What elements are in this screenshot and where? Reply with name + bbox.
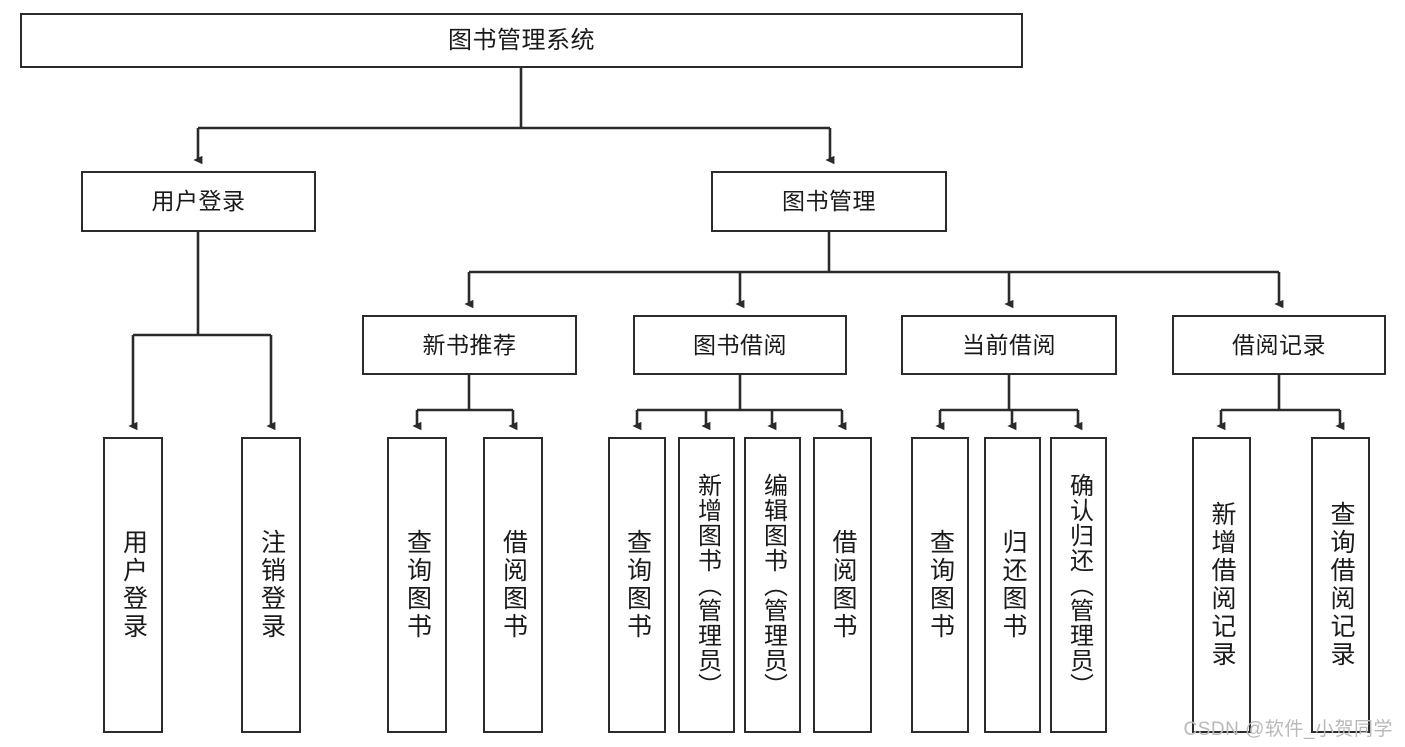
node-leaf-query-book-1[interactable]: 查询图书 (387, 437, 447, 733)
node-current-borrow-label: 当前借阅 (962, 331, 1056, 358)
node-leaf-add-record-label: 新增借阅记录 (1208, 501, 1236, 669)
node-leaf-query-book-1-label: 查询图书 (403, 529, 432, 641)
node-leaf-query-book-3[interactable]: 查询图书 (911, 437, 969, 733)
node-leaf-query-book-2-label: 查询图书 (623, 529, 652, 641)
node-user-login-label: 用户登录 (151, 188, 246, 215)
node-user-login[interactable]: 用户登录 (81, 171, 316, 232)
node-new-book-rec-label: 新书推荐 (422, 331, 517, 358)
node-leaf-confirm-return-label: 确认归还（管理员） (1065, 472, 1093, 698)
node-root-label: 图书管理系统 (448, 26, 595, 54)
node-leaf-return-book[interactable]: 归还图书 (984, 437, 1041, 733)
node-leaf-borrow-book-1-label: 借阅图书 (499, 529, 528, 641)
node-leaf-query-book-3-label: 查询图书 (926, 529, 955, 641)
node-leaf-query-record[interactable]: 查询借阅记录 (1311, 437, 1370, 733)
node-leaf-add-record[interactable]: 新增借阅记录 (1192, 437, 1251, 733)
node-leaf-query-book-2[interactable]: 查询图书 (608, 437, 666, 733)
node-borrow-record[interactable]: 借阅记录 (1172, 315, 1386, 375)
node-leaf-borrow-book-1[interactable]: 借阅图书 (483, 437, 543, 733)
node-current-borrow[interactable]: 当前借阅 (901, 315, 1117, 375)
node-leaf-confirm-return[interactable]: 确认归还（管理员） (1050, 437, 1107, 733)
node-leaf-add-book-label: 新增图书（管理员） (693, 472, 721, 698)
node-leaf-edit-book[interactable]: 编辑图书（管理员） (744, 437, 801, 733)
node-root[interactable]: 图书管理系统 (20, 13, 1023, 68)
node-leaf-add-book[interactable]: 新增图书（管理员） (678, 437, 735, 733)
node-leaf-logout-label: 注销登录 (257, 529, 286, 641)
node-leaf-edit-book-label: 编辑图书（管理员） (759, 472, 787, 698)
node-new-book-rec[interactable]: 新书推荐 (362, 315, 577, 375)
watermark: CSDN @软件_小贺同学 (1183, 719, 1393, 740)
node-leaf-user-login[interactable]: 用户登录 (103, 437, 163, 733)
node-book-manage-label: 图书管理 (782, 188, 876, 215)
node-leaf-borrow-book-2[interactable]: 借阅图书 (813, 437, 872, 733)
node-leaf-borrow-book-2-label: 借阅图书 (829, 529, 857, 641)
node-book-manage[interactable]: 图书管理 (711, 171, 947, 232)
node-leaf-query-record-label: 查询借阅记录 (1327, 501, 1355, 669)
node-leaf-return-book-label: 归还图书 (999, 529, 1027, 641)
node-book-borrow[interactable]: 图书借阅 (633, 315, 847, 375)
node-leaf-logout[interactable]: 注销登录 (241, 437, 301, 733)
node-leaf-user-login-label: 用户登录 (119, 529, 148, 641)
node-borrow-record-label: 借阅记录 (1232, 331, 1326, 358)
node-book-borrow-label: 图书借阅 (693, 331, 787, 358)
